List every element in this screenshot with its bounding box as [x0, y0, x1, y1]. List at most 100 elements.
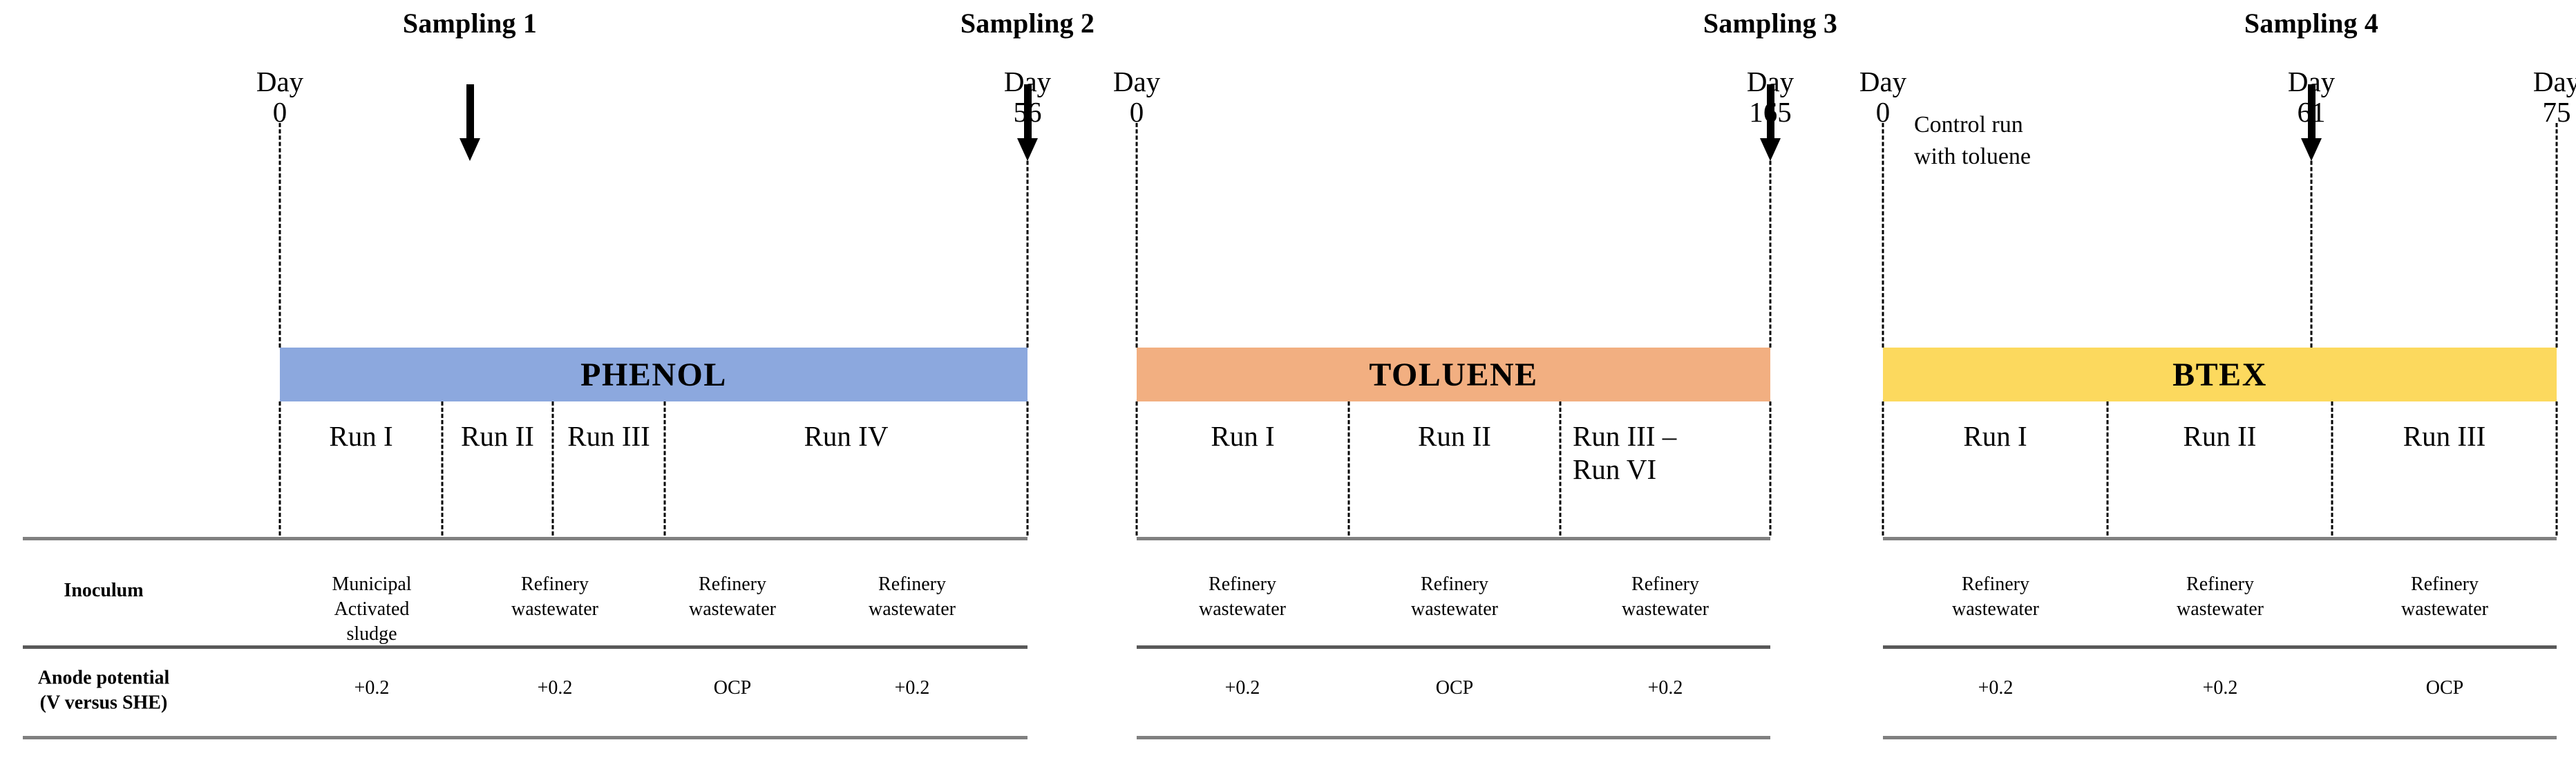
run-divider — [2106, 401, 2109, 536]
run-label: Run I — [1211, 420, 1275, 452]
row-label-anode-potential: Anode potential (V versus SHE) — [37, 667, 170, 714]
day-number: 75 — [2542, 96, 2571, 129]
sampling-marker-1: Sampling 1 — [403, 10, 537, 37]
sampling-label: Sampling 4 — [2244, 8, 2379, 39]
run-label-cell: Run I — [1137, 401, 1349, 506]
day-guide-line — [2310, 123, 2313, 348]
anode-potential-cell: OCP — [713, 677, 752, 699]
arrow-stem — [466, 84, 474, 138]
run-divider — [1135, 401, 1138, 536]
day-word: Day — [1112, 66, 1161, 97]
sampling-marker-3: Sampling 3 — [1703, 10, 1837, 37]
chemical-band-toluene: TOLUENE — [1137, 348, 1770, 401]
chemical-name: TOLUENE — [1369, 356, 1538, 393]
run-divider — [1882, 401, 1884, 536]
run-label-cell: Run II — [442, 401, 553, 506]
run-label: Run I — [329, 420, 393, 452]
day-number: 56 — [1013, 96, 1042, 129]
sampling-marker-4: Sampling 4 — [2244, 10, 2378, 37]
run-label-cell: Run II — [1349, 401, 1560, 506]
run-divider — [663, 401, 666, 536]
run-label: Run III – Run VI — [1573, 420, 1677, 486]
sampling-label: Sampling 2 — [960, 8, 1095, 39]
run-divider — [441, 401, 444, 536]
day-number: 0 — [1875, 96, 1891, 129]
table-rule — [1883, 736, 2557, 739]
chemical-band-btex: BTEX — [1883, 348, 2557, 401]
run-divider — [1347, 401, 1350, 536]
run-label-cell: Run III — [2332, 401, 2557, 506]
inoculum-cell: Refinery wastewater — [511, 574, 598, 620]
day-word: Day — [1859, 66, 1907, 97]
sampling-marker-2: Sampling 2 — [960, 10, 1095, 37]
day-guide-line — [1769, 123, 1772, 348]
row-label-inoculum: Inoculum — [64, 579, 144, 601]
day-number: 0 — [272, 96, 287, 129]
down-arrow-icon — [460, 84, 480, 161]
inoculum-cell: Refinery wastewater — [1199, 574, 1286, 620]
run-label: Run II — [1418, 420, 1491, 452]
inoculum-cell: Refinery wastewater — [869, 574, 956, 620]
run-divider — [551, 401, 554, 536]
arrow-head — [460, 138, 480, 161]
inoculum-cell: Refinery wastewater — [689, 574, 776, 620]
day-number: 165 — [1749, 96, 1792, 129]
chemical-name: PHENOL — [580, 356, 727, 393]
run-label-cell: Run I — [280, 401, 442, 506]
control-run-annotation: Control run with toluene — [1914, 112, 2032, 169]
run-label-cell: Run IV — [665, 401, 1027, 506]
inoculum-cell: Refinery wastewater — [1622, 574, 1709, 620]
table-rule — [1137, 537, 1770, 540]
anode-potential-cell: +0.2 — [354, 677, 390, 699]
run-divider — [2331, 401, 2333, 536]
arrow-stem — [1766, 84, 1774, 138]
run-label-cell: Run I — [1883, 401, 2108, 506]
sampling-label: Sampling 1 — [402, 8, 538, 39]
inoculum-cell: Refinery wastewater — [2177, 574, 2264, 620]
run-label: Run I — [1963, 420, 2027, 452]
run-label: Run IV — [804, 420, 889, 452]
day-word: Day — [1003, 66, 1052, 97]
inoculum-cell: Refinery wastewater — [1952, 574, 2039, 620]
sampling-label: Sampling 3 — [1703, 8, 1838, 39]
day-guide-line — [278, 123, 281, 348]
anode-potential-cell: OCP — [1435, 677, 1474, 699]
run-label: Run II — [2183, 420, 2257, 452]
anode-potential-cell: +0.2 — [2202, 677, 2238, 699]
day-word: Day — [2532, 66, 2576, 97]
run-label: Run III — [2403, 420, 2486, 452]
table-rule — [1883, 537, 2557, 540]
table-rule — [23, 537, 1027, 540]
arrow-stem — [2307, 84, 2315, 138]
day-guide-line — [1026, 123, 1029, 348]
run-divider — [278, 401, 281, 536]
table-rule — [23, 645, 1027, 649]
run-label-cell: Run III — [553, 401, 665, 506]
run-label-cell: Run III – Run VI — [1560, 401, 1770, 506]
table-rule — [23, 736, 1027, 739]
anode-potential-cell: +0.2 — [894, 677, 930, 699]
day-word: Day — [1746, 66, 1794, 97]
run-divider — [1559, 401, 1562, 536]
run-divider — [1769, 401, 1772, 536]
chemical-band-phenol: PHENOL — [280, 348, 1027, 401]
table-rule — [1137, 736, 1770, 739]
inoculum-cell: Refinery wastewater — [2401, 574, 2488, 620]
day-guide-line — [1135, 123, 1138, 348]
anode-potential-cell: +0.2 — [1647, 677, 1683, 699]
chemical-name: BTEX — [2172, 356, 2267, 393]
inoculum-cell: Municipal Activated sludge — [332, 574, 412, 645]
run-label: Run III — [567, 420, 650, 452]
arrow-stem — [1023, 84, 1032, 138]
run-divider — [2555, 401, 2558, 536]
run-divider — [1026, 401, 1029, 536]
day-number: 0 — [1129, 96, 1144, 129]
day-guide-line — [2555, 123, 2558, 348]
